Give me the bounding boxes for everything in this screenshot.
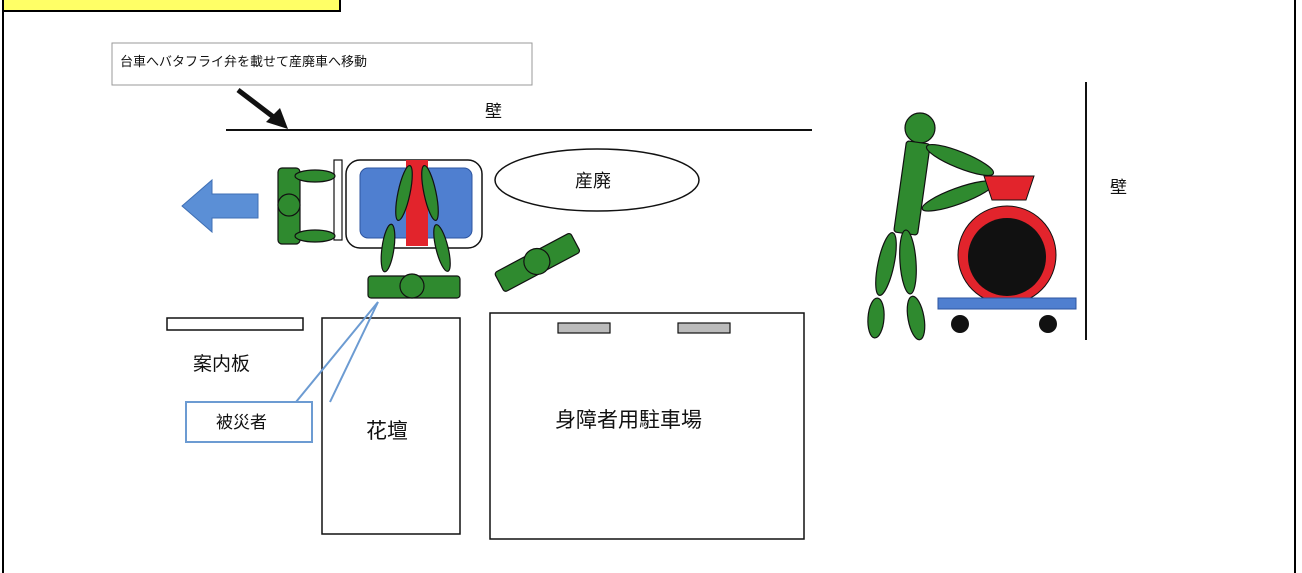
waste-area-ellipse — [494, 148, 700, 212]
note-box — [111, 42, 533, 86]
flower-bed-label: 花壇 — [366, 419, 408, 443]
signboard-label: 案内板 — [193, 353, 250, 375]
worker-right-top-view — [494, 232, 581, 292]
victim-callout — [185, 301, 379, 443]
cart-side-view — [937, 297, 1077, 333]
victim-label: 被災者 — [216, 413, 267, 433]
header-tab — [2, 0, 341, 12]
disabled-parking-rect — [489, 312, 805, 540]
disabled-parking-label: 身障者用駐車場 — [555, 408, 702, 432]
worker-left-top-view — [277, 167, 336, 245]
wall-top-label: 壁 — [485, 102, 502, 122]
wall-right-label: 壁 — [1110, 178, 1127, 198]
butterfly-valve — [957, 175, 1057, 305]
pointer-arrow — [236, 88, 288, 129]
worker-side-view — [867, 112, 995, 341]
waste-area-label: 産廃 — [575, 171, 611, 192]
parking-stop-left — [557, 322, 611, 334]
victim-figure — [367, 164, 461, 299]
direction-arrow — [181, 178, 259, 234]
flower-bed-rect — [321, 317, 461, 535]
parking-stop-right — [677, 322, 731, 334]
note-text: 台車へバタフライ弁を載せて産廃車へ移動 — [120, 54, 367, 70]
signboard-rect — [166, 317, 304, 331]
